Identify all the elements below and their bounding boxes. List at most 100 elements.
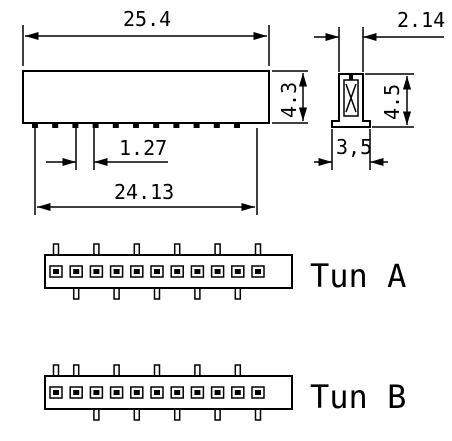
pin-top [93, 243, 100, 256]
front-pin [32, 123, 38, 128]
front-pin [133, 123, 139, 128]
dim-side-height: 4.3 [277, 82, 301, 118]
front-view-body [22, 70, 270, 124]
front-pin [213, 123, 220, 128]
top-view-type-a: Tun A [44, 243, 406, 300]
type-a-body [44, 254, 293, 289]
pin-bottom [153, 287, 161, 300]
contact-cell [89, 265, 104, 278]
contact-hole [174, 269, 181, 274]
front-view: 25.4 1.27 24.13 4.3 [22, 7, 308, 215]
front-pin [193, 123, 200, 128]
contact-hole [113, 390, 120, 395]
type-b-body [44, 375, 293, 410]
pin-top [214, 243, 221, 256]
contact-cell [170, 265, 184, 278]
front-pin [52, 123, 59, 128]
contact-cell [231, 265, 245, 278]
front-pin [72, 123, 79, 128]
contact-hole [255, 269, 261, 274]
pin-bottom [133, 408, 141, 421]
contact-cell [69, 265, 83, 278]
contact-hole [53, 390, 59, 395]
pin-top [153, 364, 161, 377]
side-view-body [331, 73, 371, 128]
dim-total-height: 4.5 [380, 84, 404, 120]
pin-bottom [72, 287, 80, 300]
side-view: 2.14 4.5 3,5 [314, 8, 445, 170]
front-pin [153, 123, 160, 128]
dim-base-width: 3,5 [336, 135, 372, 159]
pin-bottom [93, 408, 100, 421]
contact-hole [133, 390, 140, 395]
contact-cell [109, 265, 124, 278]
contact-cell [170, 386, 184, 399]
contact-hole [154, 390, 160, 395]
contact-cell [231, 386, 245, 399]
contact-cell [69, 386, 83, 399]
dim-overall-length: 25.4 [123, 7, 171, 31]
contact-cell [190, 265, 205, 278]
front-pin [173, 123, 180, 128]
contact-cell [49, 386, 63, 399]
top-view-type-b: Tun B [44, 364, 406, 421]
front-pin [92, 123, 99, 128]
contact-cell [251, 265, 265, 278]
contact-cell [150, 386, 164, 399]
pin-top [194, 364, 201, 377]
front-pin [112, 123, 119, 128]
contact-hole [255, 390, 261, 395]
contact-hole [234, 269, 241, 274]
contact-hole [93, 269, 100, 274]
contact-hole [73, 269, 80, 274]
pin-top [52, 364, 60, 377]
type-a-label: Tun A [310, 257, 406, 295]
pin-bottom [254, 408, 262, 421]
dim-pin-pitch: 1.27 [119, 136, 167, 160]
contact-cell [210, 386, 225, 399]
contact-cell [109, 386, 124, 399]
pin-bottom [113, 287, 120, 300]
contact-hole [73, 390, 80, 395]
contact-hole [194, 390, 201, 395]
contact-cell [251, 386, 265, 399]
pin-bottom [194, 287, 201, 300]
contact-cell [89, 386, 104, 399]
pin-top [72, 364, 80, 377]
pin-top [52, 243, 60, 256]
contact-cell [49, 265, 63, 278]
contact-hole [133, 269, 140, 274]
pin-top [254, 243, 262, 256]
pin-bottom [234, 287, 242, 300]
contact-hole [93, 390, 100, 395]
side-view-notch [349, 74, 353, 80]
pin-top [113, 364, 120, 377]
contact-cell [130, 265, 144, 278]
type-b-label: Tun B [310, 378, 406, 416]
side-view-cavity [343, 79, 359, 117]
pin-top [234, 364, 242, 377]
contact-hole [234, 390, 241, 395]
side-view-contact [345, 83, 357, 113]
contact-cell [150, 265, 164, 278]
front-view-pins [32, 123, 240, 128]
dim-pin-span: 24.13 [114, 180, 174, 204]
contact-hole [53, 269, 59, 274]
pin-bottom [173, 408, 181, 421]
contact-hole [214, 390, 221, 395]
contact-cell [130, 386, 144, 399]
pin-top [133, 243, 141, 256]
contact-hole [214, 269, 221, 274]
type-b-pins [49, 364, 265, 421]
contact-cell [210, 265, 225, 278]
front-pin [234, 123, 240, 128]
contact-hole [154, 269, 160, 274]
contact-hole [113, 269, 120, 274]
pin-bottom [214, 408, 221, 421]
contact-hole [174, 390, 181, 395]
contact-cell [190, 386, 205, 399]
contact-hole [194, 269, 201, 274]
pin-top [173, 243, 181, 256]
dim-side-width: 2.14 [397, 8, 445, 32]
